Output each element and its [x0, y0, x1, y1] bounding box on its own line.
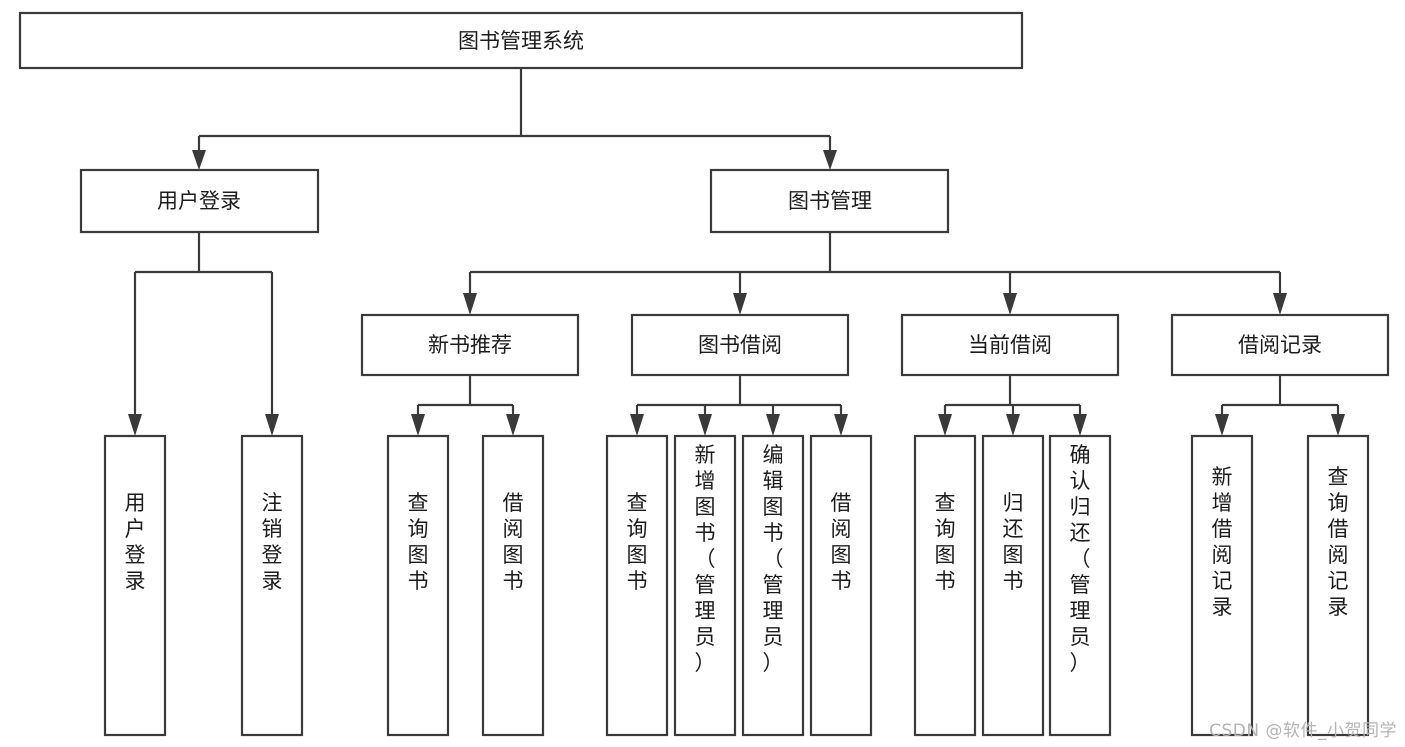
node-borrow-box[interactable] — [630, 313, 850, 377]
node-newbook-label: 新书推荐 — [428, 333, 512, 357]
node-leaf8-label: 借阅图书 — [831, 491, 852, 593]
node-bookmgr-box[interactable] — [709, 168, 950, 234]
node-leaf7[interactable]: 编辑图书（管理员） — [741, 434, 805, 737]
arrow-head-leaf5 — [630, 414, 644, 436]
node-leaf6-box[interactable] — [673, 434, 737, 737]
node-leaf5-box[interactable] — [605, 434, 669, 737]
node-leaf10-box[interactable] — [981, 434, 1045, 737]
arrow-head-leaf7 — [766, 414, 780, 436]
arrow-head-leaf3 — [411, 414, 425, 436]
arrow-head-leaf10 — [1006, 414, 1020, 436]
node-leaf12-box[interactable] — [1190, 434, 1254, 737]
connector-layer — [128, 68, 1345, 436]
node-borrow[interactable]: 图书借阅 — [630, 313, 850, 377]
node-leaf10[interactable]: 归还图书 — [981, 434, 1045, 737]
node-leaf9[interactable]: 查询图书 — [913, 434, 977, 737]
node-leaf13-box[interactable] — [1306, 434, 1370, 737]
arrow-head-borrow — [733, 293, 747, 315]
node-leaf10-label: 归还图书 — [1003, 491, 1024, 593]
node-newbook[interactable]: 新书推荐 — [360, 313, 580, 377]
node-leaf3[interactable]: 查询图书 — [386, 434, 450, 737]
node-current-label: 当前借阅 — [968, 333, 1052, 357]
node-bookmgr[interactable]: 图书管理 — [709, 168, 950, 234]
node-leaf11-box[interactable] — [1048, 434, 1112, 737]
node-leaf9-label: 查询图书 — [935, 491, 956, 593]
node-leaf2-box[interactable] — [240, 434, 304, 737]
node-leaf9-box[interactable] — [913, 434, 977, 737]
node-leaf4-label: 借阅图书 — [503, 491, 524, 593]
node-leaf3-label: 查询图书 — [408, 491, 429, 593]
node-leaf11-label: 确认归还（管理员） — [1070, 443, 1091, 675]
node-leaf4[interactable]: 借阅图书 — [481, 434, 545, 737]
arrow-head-leaf6 — [698, 414, 712, 436]
arrow-head-record — [1273, 293, 1287, 315]
node-leaf2-label: 注销登录 — [262, 491, 283, 593]
node-record[interactable]: 借阅记录 — [1170, 313, 1390, 377]
node-login-box[interactable] — [79, 168, 320, 234]
node-leaf12-label: 新增借阅记录 — [1212, 465, 1233, 619]
node-leaf4-box[interactable] — [481, 434, 545, 737]
node-leaf5-label: 查询图书 — [627, 491, 648, 593]
node-leaf1-label: 用户登录 — [125, 491, 146, 593]
arrow-head-leaf9 — [938, 414, 952, 436]
node-leaf5[interactable]: 查询图书 — [605, 434, 669, 737]
node-leaf11[interactable]: 确认归还（管理员） — [1048, 434, 1112, 737]
arrow-head-leaf4 — [506, 414, 520, 436]
arrow-head-current — [1003, 293, 1017, 315]
node-leaf7-box[interactable] — [741, 434, 805, 737]
node-leaf13[interactable]: 查询借阅记录 — [1306, 434, 1370, 737]
node-login[interactable]: 用户登录 — [79, 168, 320, 234]
node-current-box[interactable] — [900, 313, 1120, 377]
node-record-box[interactable] — [1170, 313, 1390, 377]
arrow-head-bookmgr — [823, 150, 837, 170]
node-borrow-label: 图书借阅 — [698, 333, 782, 357]
arrow-head-leaf13 — [1331, 414, 1345, 436]
node-leaf1-box[interactable] — [103, 434, 167, 737]
node-leaf3-box[interactable] — [386, 434, 450, 737]
node-leaf8-box[interactable] — [809, 434, 873, 737]
node-login-label: 用户登录 — [157, 189, 241, 213]
node-leaf7-label: 编辑图书（管理员） — [763, 443, 784, 675]
node-leaf8[interactable]: 借阅图书 — [809, 434, 873, 737]
csdn-watermark: CSDN @软件_小贺同学 — [1209, 721, 1397, 741]
node-leaf13-label: 查询借阅记录 — [1328, 465, 1349, 619]
node-leaf12[interactable]: 新增借阅记录 — [1190, 434, 1254, 737]
arrow-head-leaf2 — [265, 414, 279, 436]
node-leaf6[interactable]: 新增图书（管理员） — [673, 434, 737, 737]
node-root[interactable]: 图书管理系统 — [18, 11, 1024, 70]
node-record-label: 借阅记录 — [1238, 333, 1322, 357]
node-leaf2[interactable]: 注销登录 — [240, 434, 304, 737]
arrow-head-leaf1 — [128, 414, 142, 436]
arrow-head-leaf11 — [1073, 414, 1087, 436]
node-root-box[interactable] — [18, 11, 1024, 70]
arrow-head-login — [192, 150, 206, 170]
node-newbook-box[interactable] — [360, 313, 580, 377]
arrow-head-leaf12 — [1215, 414, 1229, 436]
node-bookmgr-label: 图书管理 — [788, 189, 872, 213]
node-root-label: 图书管理系统 — [458, 29, 584, 53]
node-leaf1[interactable]: 用户登录 — [103, 434, 167, 737]
node-leaf6-label: 新增图书（管理员） — [695, 443, 716, 675]
arrow-head-leaf8 — [834, 414, 848, 436]
node-current[interactable]: 当前借阅 — [900, 313, 1120, 377]
arrow-head-newbook — [463, 293, 477, 315]
